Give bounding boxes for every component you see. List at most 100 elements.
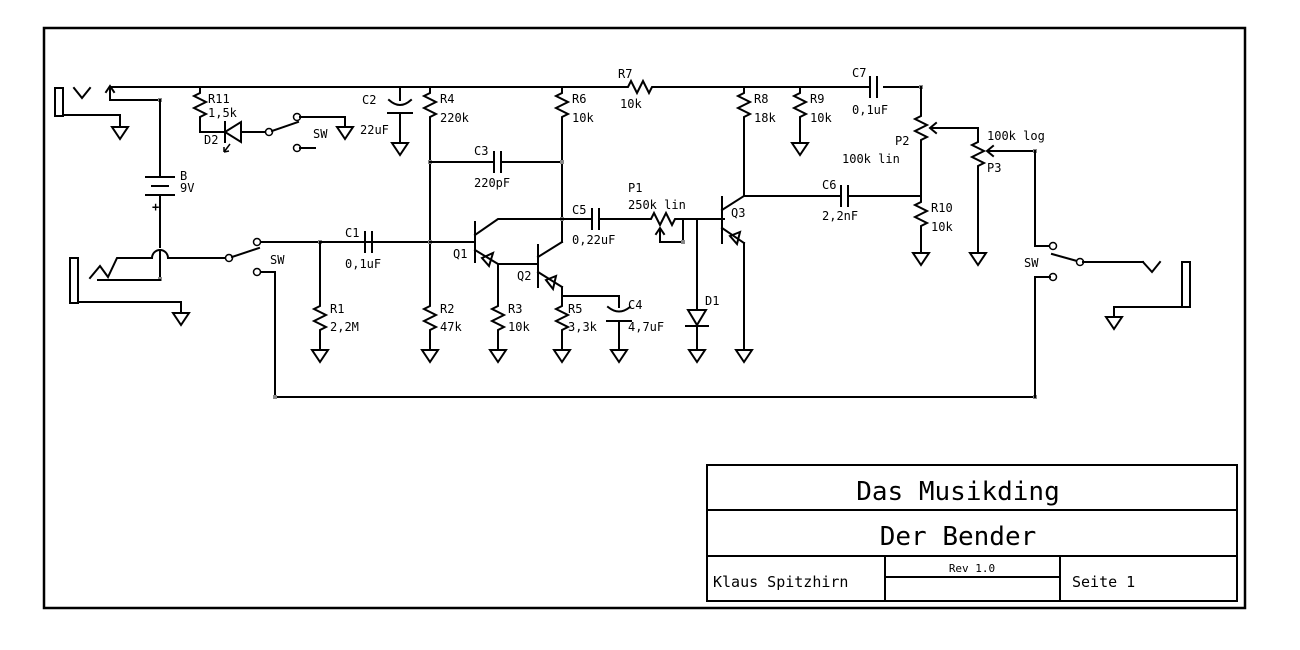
ground-icon xyxy=(111,126,129,140)
resistor-R4: R4 220k xyxy=(423,86,470,301)
P3-ref: P3 xyxy=(987,161,1001,175)
capacitor-C2: C2 22uF xyxy=(360,86,413,156)
R11-ref: R11 xyxy=(208,92,230,106)
P2-value: 100k lin xyxy=(842,152,900,166)
author: Klaus Spitzhirn xyxy=(713,573,848,591)
C7-value: 0,1uF xyxy=(852,103,888,117)
project-name: Das Musikding xyxy=(856,477,1060,507)
R6-value: 10k xyxy=(572,111,594,125)
potentiometer-P2: P2 100k lin xyxy=(842,86,979,197)
ground-icon xyxy=(791,142,809,156)
P1-value: 250k lin xyxy=(628,198,686,212)
R2-ref: R2 xyxy=(440,302,454,316)
R4-value: 220k xyxy=(440,111,470,125)
C6-ref: C6 xyxy=(822,178,836,192)
ground-icon xyxy=(1105,316,1123,330)
resistor-R2: R2 47k xyxy=(421,299,462,363)
R8-ref: R8 xyxy=(754,92,768,106)
led-circuit: R11 1,5k D2 SW xyxy=(193,86,354,153)
Q2-ref: Q2 xyxy=(517,269,531,283)
ground-icon xyxy=(610,349,628,363)
drawing-title: Der Bender xyxy=(880,522,1037,552)
capacitor-C3: C3 220pF xyxy=(429,144,563,190)
resistor-R3: R3 10k xyxy=(489,263,530,363)
R7-value: 10k xyxy=(620,97,642,111)
R8-value: 18k xyxy=(754,111,776,125)
C4-ref: C4 xyxy=(628,298,642,312)
C2-value: 22uF xyxy=(360,123,389,137)
C1-ref: C1 xyxy=(345,226,359,240)
transistor-Q2: Q2 xyxy=(497,240,564,292)
sheet-frame xyxy=(42,26,1247,610)
potentiometer-P1: P1 250k lin xyxy=(628,181,725,244)
ground-icon xyxy=(688,349,706,363)
svg-text:+: + xyxy=(152,200,159,214)
R6-ref: R6 xyxy=(572,92,586,106)
ground-icon xyxy=(969,252,987,266)
capacitor-C4: C4 4,7uF xyxy=(606,295,664,363)
ground-icon xyxy=(735,349,753,363)
ground-icon xyxy=(336,126,354,140)
ground-icon xyxy=(489,349,507,363)
page-number: Seite 1 xyxy=(1072,573,1135,591)
R5-value: 3,3k xyxy=(568,320,598,334)
R10-ref: R10 xyxy=(931,201,953,215)
R10-value: 10k xyxy=(931,220,953,234)
revision: Rev 1.0 xyxy=(949,562,995,575)
C3-ref: C3 xyxy=(474,144,488,158)
ground-icon xyxy=(553,349,571,363)
ground-icon xyxy=(421,349,439,363)
C6-value: 2,2nF xyxy=(822,209,858,223)
R3-value: 10k xyxy=(508,320,530,334)
R2-value: 47k xyxy=(440,320,462,334)
R4-ref: R4 xyxy=(440,92,454,106)
R5-ref: R5 xyxy=(568,302,582,316)
P2-ref: P2 xyxy=(895,134,909,148)
input-jack xyxy=(69,257,226,326)
capacitor-C6: C6 2,2nF xyxy=(822,178,922,223)
battery-ref: B xyxy=(180,169,187,183)
battery-B: + B 9V xyxy=(145,99,194,281)
resistor-R9: R9 10k xyxy=(791,86,832,156)
output-jack xyxy=(1105,260,1191,330)
switch-led-ref: SW xyxy=(313,127,328,141)
D2-ref: D2 xyxy=(204,133,218,147)
C7-ref: C7 xyxy=(852,66,866,80)
capacitor-C1: C1 0,1uF xyxy=(319,226,431,271)
resistor-R5: R5 3,3k xyxy=(553,286,620,363)
potentiometer-P3: 100k log P3 xyxy=(969,127,1045,266)
switch-output: SW xyxy=(1024,150,1144,398)
C4-value: 4,7uF xyxy=(628,320,664,334)
Q3-ref: Q3 xyxy=(731,206,745,220)
diode-D1: D1 xyxy=(685,218,719,363)
C2-ref: C2 xyxy=(362,93,376,107)
R7-ref: R7 xyxy=(618,67,632,81)
ground-icon xyxy=(391,142,409,156)
Q1-ref: Q1 xyxy=(453,247,467,261)
capacitor-C7: C7 0,1uF xyxy=(852,66,923,117)
C3-value: 220pF xyxy=(474,176,510,190)
power-jack xyxy=(54,84,162,140)
ground-icon xyxy=(172,312,190,326)
C1-value: 0,1uF xyxy=(345,257,381,271)
R11-value: 1,5k xyxy=(208,106,238,120)
P1-ref: P1 xyxy=(628,181,642,195)
ground-icon xyxy=(912,252,930,266)
ground-icon xyxy=(311,349,329,363)
P3-value: 100k log xyxy=(987,129,1045,143)
C5-ref: C5 xyxy=(572,203,586,217)
C5-value: 0,22uF xyxy=(572,233,615,247)
resistor-R6: R6 10k xyxy=(555,86,594,243)
R9-value: 10k xyxy=(810,111,832,125)
transistor-Q3: Q3 xyxy=(720,194,753,363)
R3-ref: R3 xyxy=(508,302,522,316)
resistor-R1: R1 2,2M xyxy=(311,240,359,363)
switch-input: SW xyxy=(224,237,1037,399)
R9-ref: R9 xyxy=(810,92,824,106)
title-block: Das Musikding Der Bender Klaus Spitzhirn… xyxy=(706,464,1238,602)
resistor-R8: R8 18k xyxy=(737,86,841,197)
D1-ref: D1 xyxy=(705,294,719,308)
transistor-Q1: Q1 xyxy=(429,218,563,269)
resistor-R7: R7 10k xyxy=(618,67,659,111)
